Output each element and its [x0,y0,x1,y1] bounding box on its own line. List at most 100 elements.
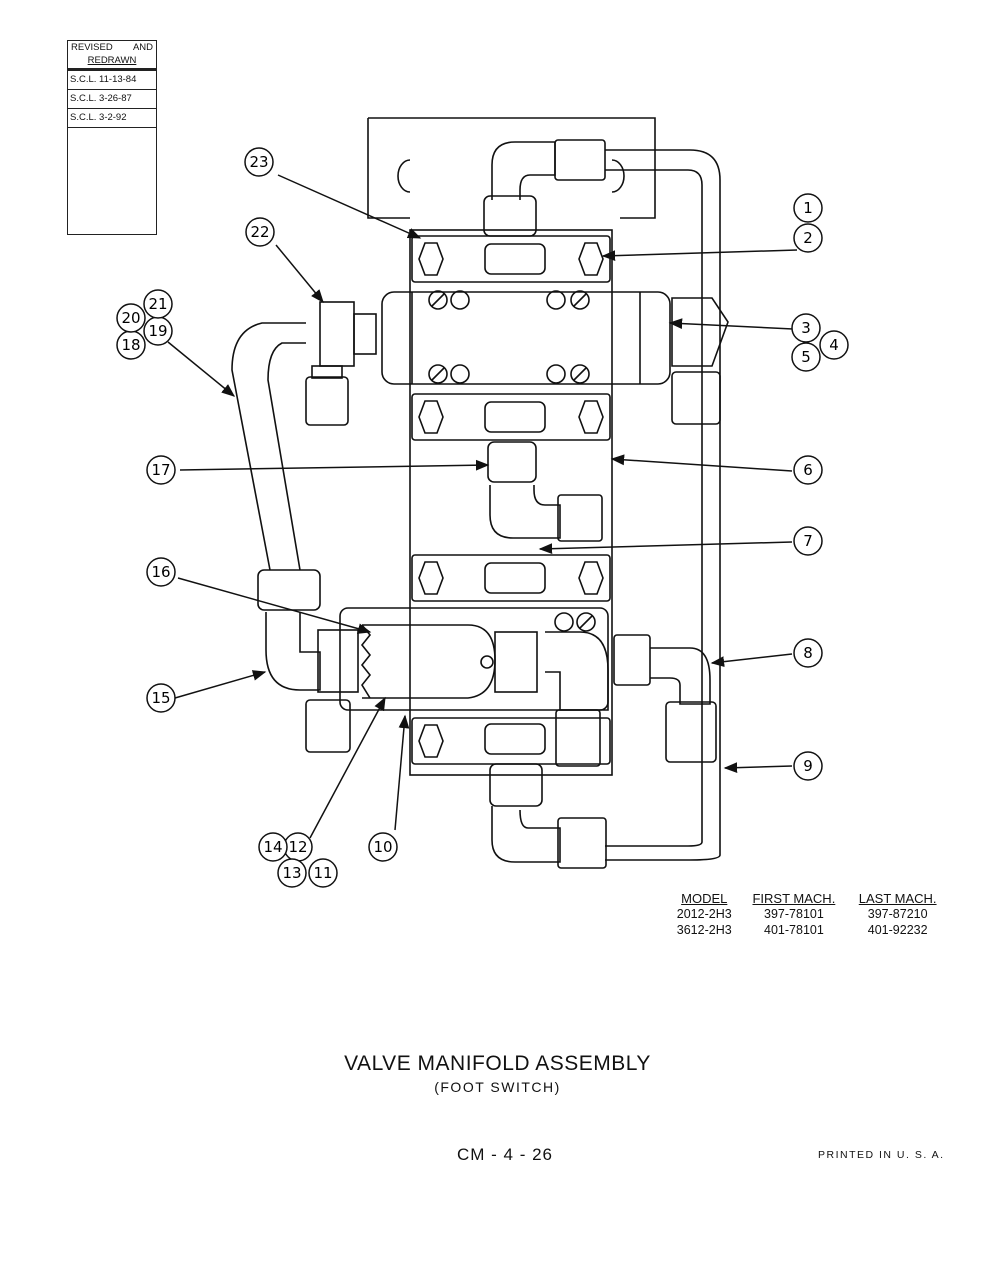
top-elbow-fitting [483,139,606,237]
table-cell: 401-78101 [764,923,824,937]
callout-circle [791,313,821,343]
callout-circle [277,858,307,888]
callout-circle [308,858,338,888]
callout-label: 15 [151,689,170,707]
callout-10: 10 [368,832,398,862]
callout-label: 7 [803,532,813,550]
bottom-elbow-fitting [489,763,607,869]
lower-right-elbow [545,631,609,767]
callout-5: 5 [791,342,821,372]
callout-label: 6 [803,461,813,479]
callout-circle [793,526,823,556]
callout-circle [146,455,176,485]
callout-7: 7 [793,526,823,556]
callout-label: 10 [373,838,392,856]
page-number: CM - 4 - 26 [456,1145,554,1164]
left-tube [231,322,306,571]
revision-header: REVISED AND REDRAWN [68,41,156,71]
leader-lines [167,174,798,839]
callout-8: 8 [793,638,823,668]
callout-1: 1 [793,193,823,223]
callout-label: 2 [803,229,813,247]
drawing-subtitle: (FOOT SWITCH) [434,1079,561,1095]
right-elbow-fitting [613,634,717,763]
callout-label: 11 [313,864,332,882]
callout-label: 23 [249,153,268,171]
callout-circle [244,147,274,177]
callout-label: 13 [282,864,301,882]
callout-label: 1 [803,199,813,217]
left-elbow-fitting [257,569,359,753]
callout-circle [793,455,823,485]
callout-circle [793,751,823,781]
callout-circle [819,330,849,360]
clamp-block [411,393,611,441]
right-tube-inner [605,169,703,847]
model-column-header: MODEL [681,891,728,906]
callout-13: 13 [277,858,307,888]
right-tube [605,149,721,861]
revision-row: S.C.L. 3-2-92 [68,109,156,128]
middle-elbow-fitting [487,441,603,542]
callout-circle [793,223,823,253]
callout-circle [368,832,398,862]
callout-label: 8 [803,644,813,662]
revision-header-right: AND [132,42,153,53]
clamp-block [411,554,611,602]
callout-label: 9 [803,757,813,775]
callout-label: 19 [148,322,167,340]
table-cell: 397-87210 [867,907,928,921]
printed-note: PRINTED IN U. S. A. [818,1149,945,1161]
first-mach-column-header: FIRST MACH. [752,891,836,906]
bracket-slot [611,159,625,193]
table-cell: 2012-2H3 [676,907,732,921]
callout-16: 16 [146,557,176,587]
callout-label: 17 [151,461,170,479]
bracket-slot [397,159,411,193]
callout-label: 12 [288,838,307,856]
callout-label: 5 [801,348,811,366]
lower-valve-body [339,607,609,711]
callout-18: 18 [116,330,146,360]
callout-23: 23 [244,147,274,177]
revision-header-line2: REDRAWN [87,54,137,66]
model-table-header-row: MODEL FIRST MACH. LAST MACH. [668,891,948,906]
revision-header-left: REVISED [71,42,113,53]
left-tube-inner [267,342,306,571]
callout-circle [143,289,173,319]
callout-4: 4 [819,330,849,360]
callout-12: 12 [283,832,313,862]
callout-6: 6 [793,455,823,485]
left-fitting-upper [305,301,377,426]
callout-circle [245,217,275,247]
callout-9: 9 [793,751,823,781]
callout-20: 20 [116,303,146,333]
table-cell: 401-92232 [867,923,928,937]
callout-21: 21 [143,289,173,319]
table-row: 2012-2H3 397-78101 397-87210 [668,906,948,922]
callout-circle [146,683,176,713]
callout-circle [793,193,823,223]
foot-switch-body [360,624,538,699]
callout-label: 14 [263,838,282,856]
callout-label: 4 [829,336,839,354]
mounting-bracket [367,117,656,219]
table-row: 3612-2H3 401-78101 401-92232 [668,922,948,938]
callout-22: 22 [245,217,275,247]
callout-label: 22 [250,223,269,241]
callout-label: 18 [121,336,140,354]
callout-15: 15 [146,683,176,713]
revision-row: S.C.L. 3-26-87 [68,90,156,109]
revision-row: S.C.L. 11-13-84 [68,71,156,90]
table-cell: 397-78101 [764,907,824,921]
callout-2: 2 [793,223,823,253]
upper-valve-body [381,290,671,385]
callout-14: 14 [258,832,288,862]
callout-label: 16 [151,563,170,581]
callout-11: 11 [308,858,338,888]
model-table: MODEL FIRST MACH. LAST MACH. 2012-2H3 39… [668,891,948,938]
callout-circle [793,638,823,668]
callout-19: 19 [143,316,173,346]
